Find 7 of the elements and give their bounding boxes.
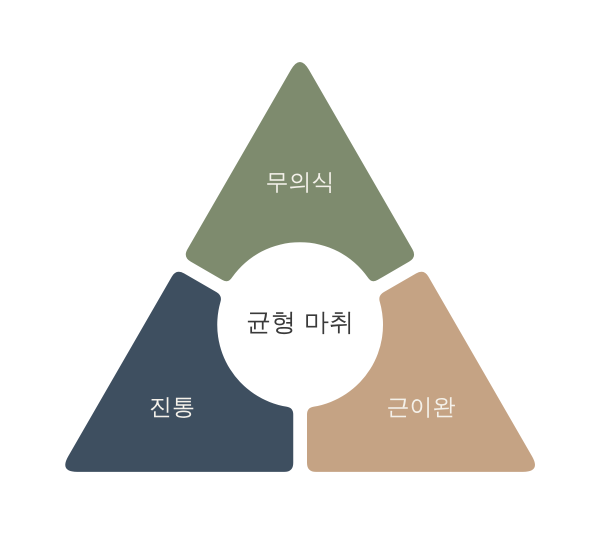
- triangle-segment: [186, 62, 414, 281]
- segment-label: 진통: [148, 396, 195, 420]
- triangle-segment: [307, 272, 534, 472]
- center-label: 균형 마취: [246, 310, 354, 334]
- triangle-segment: [66, 272, 293, 472]
- segment-label: 근이완: [386, 396, 456, 420]
- segment-label: 무의식: [265, 171, 334, 194]
